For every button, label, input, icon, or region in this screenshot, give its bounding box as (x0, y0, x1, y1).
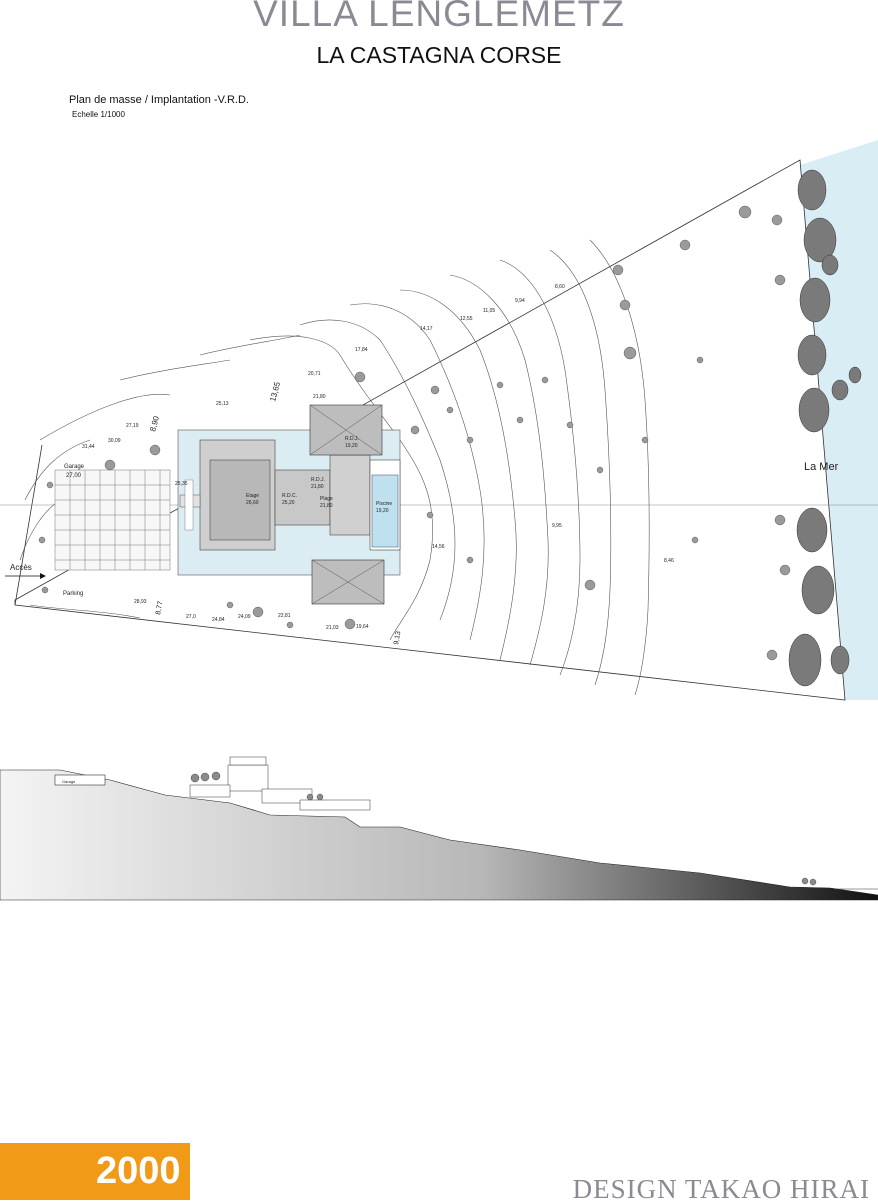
pool (371, 474, 399, 548)
villa-footprint (177, 404, 401, 605)
designer-credit: DESIGN TAKAO HIRAI (572, 1174, 870, 1204)
dimension-label: 8,90 (148, 415, 161, 433)
rdj-mid-level: 21,80 (311, 484, 324, 490)
sea-label: La Mer (804, 461, 839, 473)
etage-label: Etage (246, 493, 259, 499)
garage-label: Garage (64, 464, 85, 470)
year-banner (0, 1143, 190, 1200)
rdj-top-level: 19,20 (345, 443, 358, 449)
elevation-label: 24,09 (238, 614, 251, 620)
plot-boundary-left (14, 444, 43, 606)
elevation-label: 24,84 (212, 617, 225, 623)
elevation-label: 25,35 (175, 481, 188, 487)
section-garage-label: Garage (62, 779, 76, 784)
terrain-section (0, 769, 878, 901)
plage-label: Plage (320, 496, 333, 502)
dimension-label: 9,13 (393, 631, 402, 646)
access-label: Accès (10, 563, 32, 572)
dimension-label: 13,65 (268, 380, 282, 402)
scale-label: Echelle 1/1000 (72, 110, 125, 119)
elevation-label: 11,05 (483, 308, 495, 314)
garage-grid (54, 469, 171, 571)
elevation-label: 8,60 (555, 284, 565, 290)
elevation-label: 27,19 (126, 423, 139, 429)
elevation-label: 21,80 (313, 394, 326, 400)
piscine-label: Piscine (376, 501, 392, 507)
elevation-label: 19,64 (356, 624, 369, 630)
site-section: Garage (0, 756, 878, 901)
elevation-label: 25,13 (216, 401, 229, 407)
parking-label: Parking (63, 591, 83, 597)
project-subtitle: LA CASTAGNA CORSE (316, 42, 562, 68)
elevation-label: 17,84 (355, 347, 368, 353)
section-garage (54, 774, 106, 786)
elevation-label: 28,93 (134, 599, 147, 605)
elevation-label: 22,81 (278, 613, 291, 619)
etage-level: 26,60 (246, 500, 259, 506)
piscine-level: 19,20 (376, 508, 389, 514)
rdj-top-label: R.D.J. (345, 436, 359, 442)
elevation-label: 8,46 (664, 558, 674, 564)
elevation-label: 14,17 (420, 326, 433, 332)
elevation-label: 31,44 (82, 444, 95, 450)
section-trees (190, 771, 817, 886)
plot-outline (14, 159, 846, 701)
rdj-mid-label: R.D.J. (311, 477, 325, 483)
contour-lines (19, 239, 650, 696)
coastal-rocks (788, 169, 862, 687)
rdc-label: R.D.C. (282, 493, 297, 499)
elevation-label: 27,0 (186, 614, 196, 620)
site-plan: La Mer Accès Garage 27,00 Parking Etage … (0, 140, 878, 701)
section-villa (189, 756, 371, 811)
elevation-label: 9,95 (552, 523, 562, 529)
dimension-label: 8,77 (155, 601, 164, 616)
elevation-label: 30,09 (108, 438, 121, 444)
year-label: 2000 (96, 1150, 181, 1192)
access-arrowhead (40, 573, 46, 579)
elevation-label: 14,56 (432, 544, 445, 550)
trees (38, 205, 791, 661)
elevation-label: 20,71 (308, 371, 321, 377)
plage-level: 21,80 (320, 503, 333, 509)
elevation-label: 9,94 (515, 298, 525, 304)
rdc-level: 25,20 (282, 500, 295, 506)
project-title: VILLA LENGLEMETZ (253, 0, 625, 34)
elevation-label: 12,55 (460, 316, 473, 322)
elevation-label: 21,03 (326, 625, 339, 631)
plan-label: Plan de masse / Implantation -V.R.D. (69, 94, 249, 106)
garage-level: 27,00 (66, 473, 82, 479)
